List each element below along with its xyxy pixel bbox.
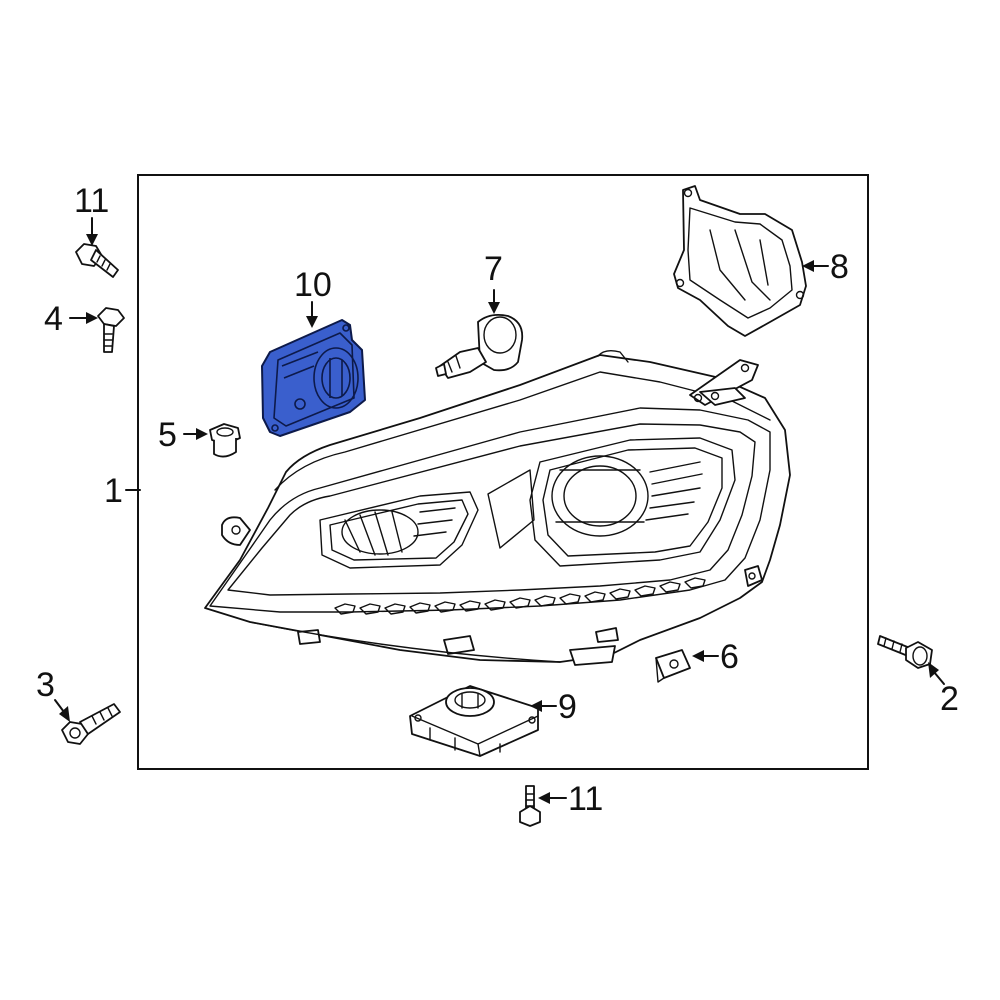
part-10-control-module[interactable] — [261, 319, 366, 437]
callout-6: 6 — [720, 638, 739, 676]
part-8-rear-cover — [673, 185, 807, 337]
assembly-frame — [137, 174, 869, 770]
callout-7: 7 — [484, 250, 503, 288]
part-11-screw-bottom — [519, 785, 541, 827]
callout-2: 2 — [940, 680, 959, 718]
part-6-clip-nut — [655, 649, 691, 683]
callout-11-bottom: 11 — [568, 780, 603, 818]
part-5-grommet — [209, 423, 241, 458]
part-11-screw-top — [75, 243, 119, 278]
leader-lines — [54, 217, 945, 804]
part-2-screw — [877, 635, 933, 669]
callout-10: 10 — [294, 266, 332, 304]
part-3-bolt — [61, 703, 121, 745]
part-7-bulb-socket — [435, 313, 524, 379]
callout-1: 1 — [104, 472, 123, 510]
callout-5: 5 — [158, 416, 177, 454]
callout-labels: 11 4 5 1 10 7 8 6 9 3 2 11 — [36, 182, 959, 818]
callout-11-top: 11 — [74, 182, 109, 220]
led-strip — [334, 577, 706, 615]
callout-9: 9 — [558, 688, 577, 726]
callout-4: 4 — [44, 300, 63, 338]
callout-8: 8 — [830, 248, 849, 286]
part-4-bolt — [97, 307, 125, 353]
callout-3: 3 — [36, 666, 55, 704]
headlamp-assembly — [204, 349, 791, 666]
part-9-ballast — [409, 685, 539, 757]
